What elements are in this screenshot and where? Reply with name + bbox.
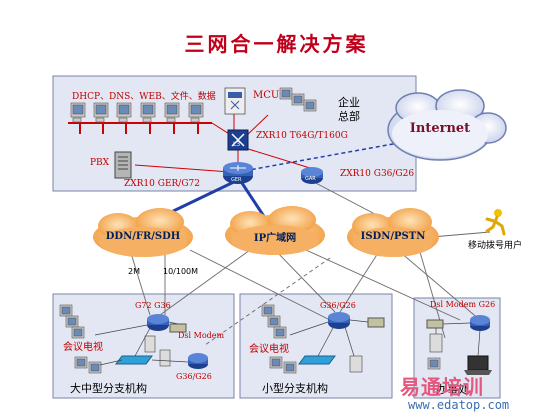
large-dsl-label: Dsl Modem [178,331,225,340]
large-video-label: 会议电视 [63,342,103,353]
small-video-label: 会议电视 [249,344,289,355]
office-box [413,297,501,399]
mobile-user-icon [485,209,506,236]
server-rack-line [68,122,212,134]
large-branch-name: 大中型分支机构 [70,382,147,395]
wan-uplinks [164,178,267,219]
server-pcs [70,102,204,123]
large-branch-phones [144,335,171,367]
gar-tag: GAR [305,176,316,182]
mobile-user-label: 移动拨号用户 [468,241,523,251]
office-gar [470,315,490,331]
mcu-label: MCU [253,90,280,101]
gateway-label: ZXR10 GER/G72 [124,179,200,189]
internet-label: Internet [409,121,471,136]
small-branch-phone [349,355,363,373]
gar-label: ZXR10 G36/G26 [340,169,415,179]
large-branch-video-pcs [74,356,102,374]
small-branch-name: 小型分支机构 [262,382,328,395]
enterprise-label-2: 总部 [338,110,360,123]
speed-2m-label: 2M [128,267,140,276]
large-branch-switch [115,355,153,365]
internet-link [237,139,416,173]
small-branch-switch [298,355,336,365]
pbx-device [114,151,132,179]
large-branch-gar-2 [188,353,208,369]
mcu-pcs [279,87,317,112]
small-branch-pcs [261,304,297,374]
office-phone [429,333,443,353]
small-router-label: G36/G26 [320,301,356,310]
speed-100m-label: 10/100M [163,267,199,276]
office-modem [426,319,444,329]
isdn-label: ISDN/PSTN [360,231,426,242]
watermark-url: www.edatop.com [408,398,510,412]
watermark-brand: 易通培训 [400,375,484,399]
l3-label: L3 [233,141,241,148]
office-pc [427,357,441,370]
pbx-label: PBX [90,158,110,168]
mcu-device [224,87,246,115]
page-title: 三网合一解决方案 [184,32,369,56]
large-branch-pcs [59,304,85,339]
ddn-label: DDN/FR/SDH [105,231,181,242]
ddn-cloud [93,208,193,257]
large-branch-gar [147,314,169,331]
ger-router [223,162,253,184]
small-branch-modem [367,317,385,328]
ip-wan-label: IP广域网 [253,233,297,244]
hq-gar-router [301,167,323,184]
office-name: 办事处 [436,383,469,396]
large-gar-label: G36/G26 [176,372,212,381]
enterprise-label-1: 企业 [338,96,360,109]
small-branch-gar [328,312,350,329]
servers-label: DHCP、DNS、WEB、文件、数据 [72,92,216,102]
core-l3-switch [227,129,249,151]
isdn-cloud [347,208,439,257]
core-switch-label: ZXR10 T64G/T160G [256,131,348,141]
ip-wan-cloud [225,206,325,255]
office-laptop [464,355,492,375]
internet-cloud [387,89,507,161]
ger-label: GER [231,177,242,183]
large-router-label: G72 G36 [135,301,171,310]
office-dsl-label: Dsl Modem G26 [430,300,496,309]
